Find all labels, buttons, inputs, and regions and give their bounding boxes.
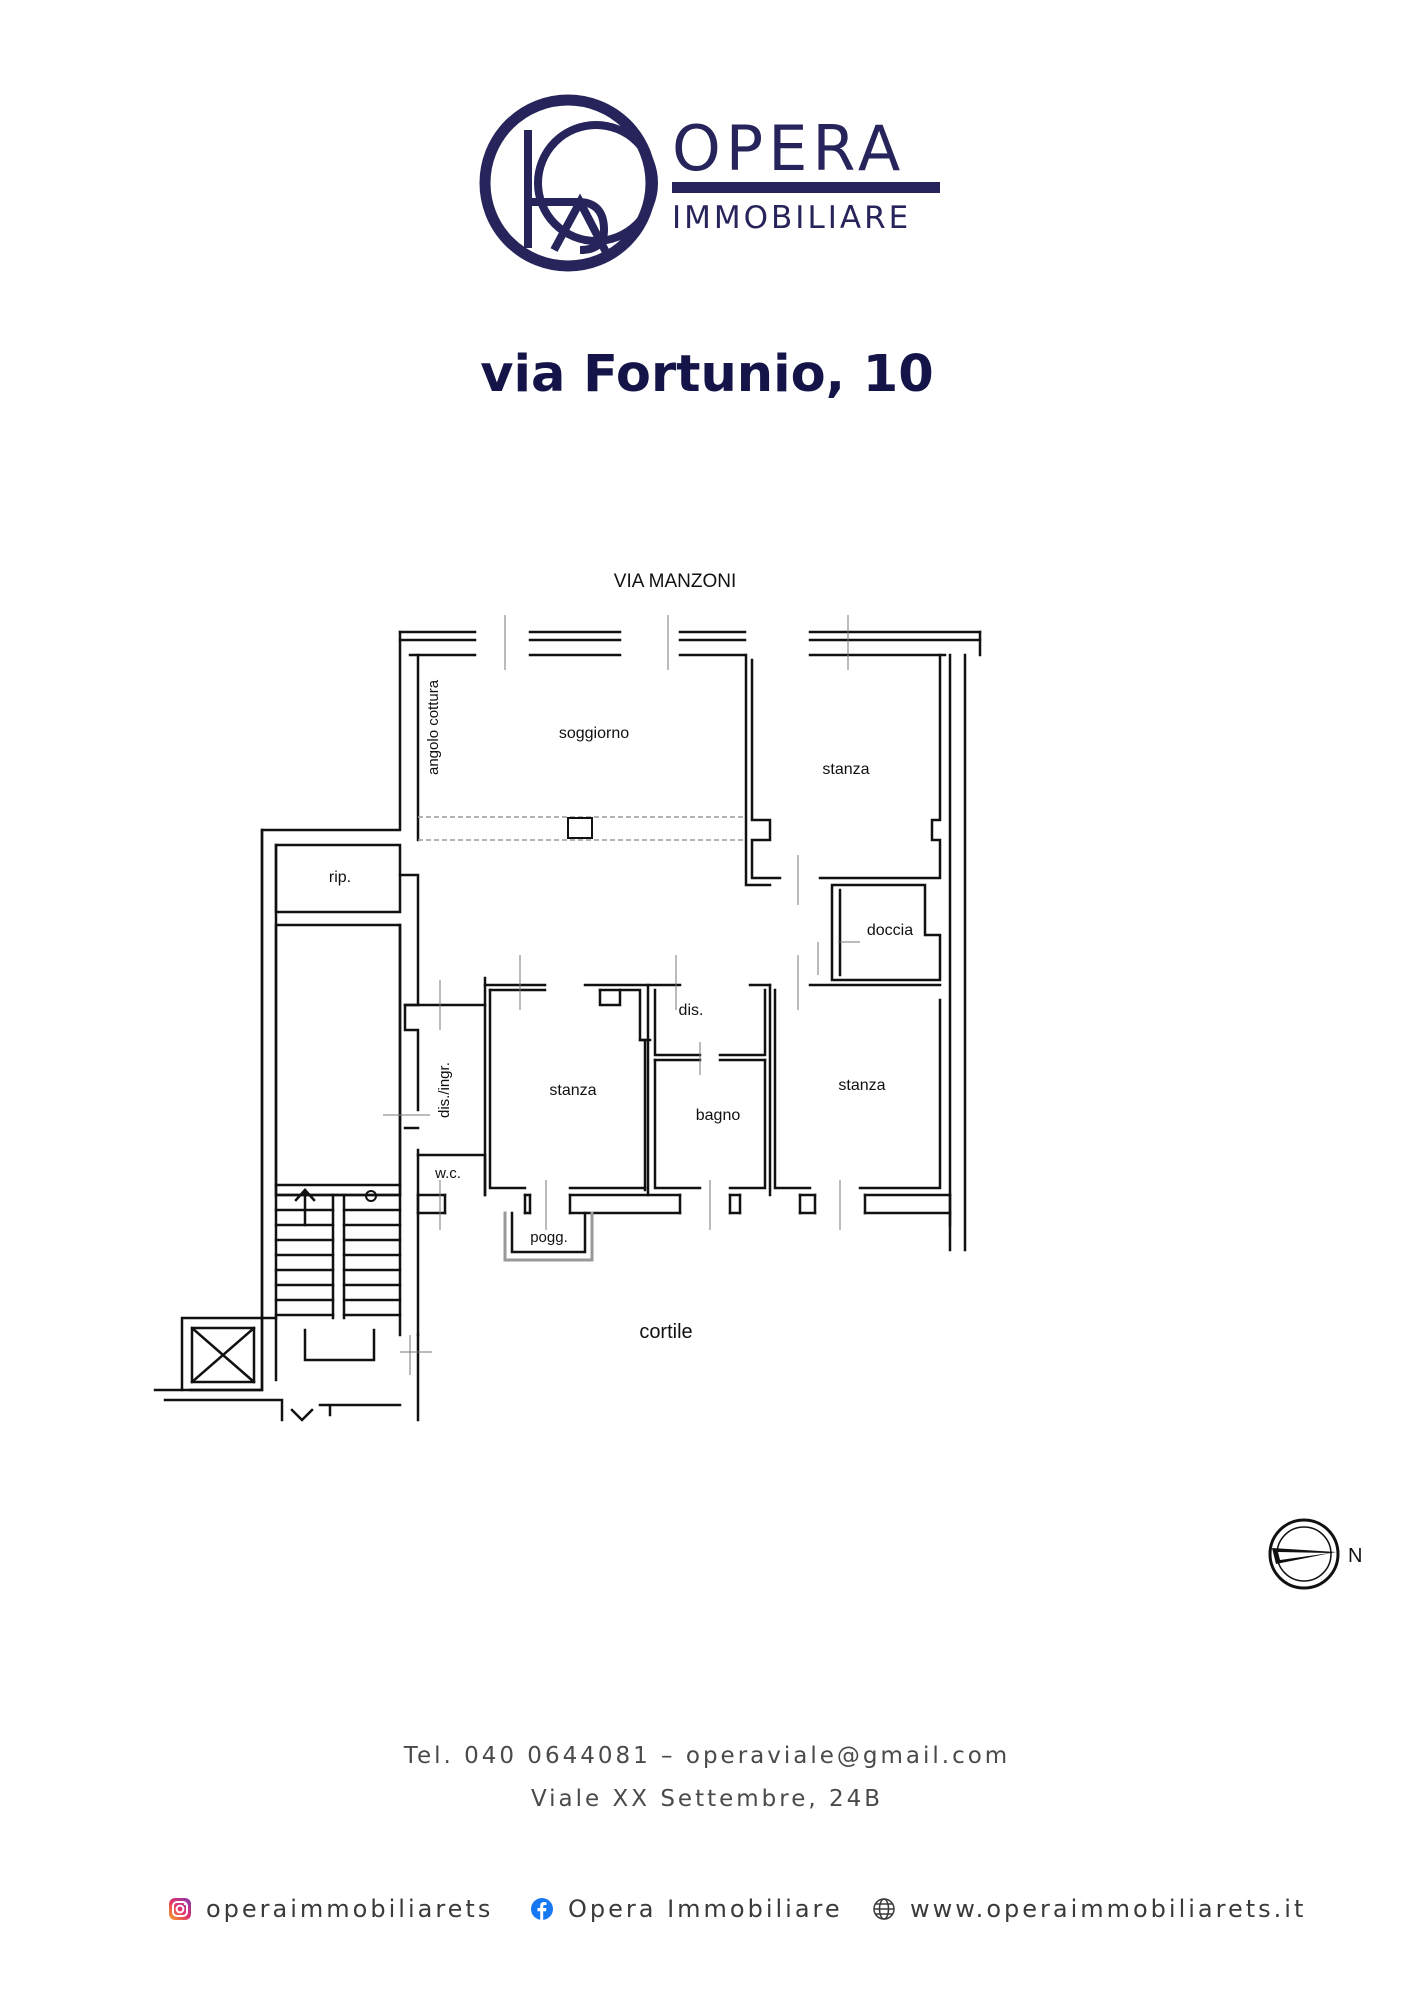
instagram-handle: operaimmobiliarets xyxy=(206,1895,494,1923)
room-label-bathroom: bagno xyxy=(696,1107,741,1124)
compass-label: N xyxy=(1348,1545,1362,1567)
room-label-bedroom-right: stanza xyxy=(838,1077,885,1094)
property-address-title: via Fortunio, 10 xyxy=(480,345,934,404)
opera-logo xyxy=(479,94,940,285)
brand-divider xyxy=(672,182,940,193)
social-website[interactable]: www.operaimmobiliarets.it xyxy=(872,1893,1306,1925)
compass-north-icon: N xyxy=(1268,1518,1362,1590)
room-label-bedroom-top: stanza xyxy=(822,761,869,778)
room-label-hall-small: dis. xyxy=(679,1002,704,1019)
room-label-balcony: pogg. xyxy=(530,1229,568,1246)
website-url: www.operaimmobiliarets.it xyxy=(910,1895,1307,1923)
instagram-icon xyxy=(169,1898,191,1920)
room-label-living: soggiorno xyxy=(559,725,629,742)
facebook-icon xyxy=(531,1898,553,1920)
room-label-storage: rip. xyxy=(329,869,351,886)
contact-address: Viale XX Settembre, 24B xyxy=(530,1786,884,1812)
globe-icon xyxy=(873,1898,895,1920)
room-label-bedroom-middle: stanza xyxy=(549,1082,596,1099)
courtyard-label: cortile xyxy=(639,1321,692,1343)
brand-name: OPERA xyxy=(672,112,906,185)
contact-phone-email: Tel. 040 0644081 – operaviale@gmail.com xyxy=(403,1743,1011,1769)
social-facebook[interactable]: Opera Immobiliare xyxy=(530,1893,843,1925)
room-label-shower: doccia xyxy=(867,922,913,939)
brand-subtitle: IMMOBILIARE xyxy=(672,200,912,236)
social-instagram[interactable]: operaimmobiliarets xyxy=(168,1893,493,1925)
logo-monogram-icon xyxy=(479,94,658,272)
room-label-kitchen-corner: angolo cottura xyxy=(425,679,442,775)
room-label-wc: w.c. xyxy=(434,1165,461,1182)
street-label: VIA MANZONI xyxy=(614,571,736,592)
facebook-page-name: Opera Immobiliare xyxy=(568,1895,843,1923)
room-label-entrance-hall: dis./ingr. xyxy=(436,1062,453,1118)
